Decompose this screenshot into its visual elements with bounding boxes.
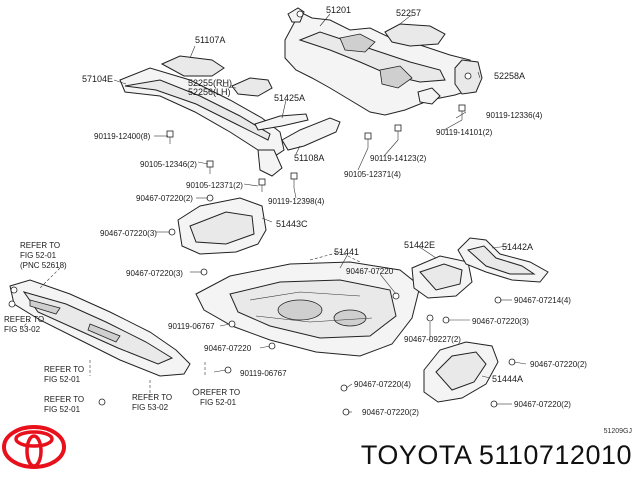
- toyota-logo-icon: [2, 425, 66, 469]
- labels: 51201 52257 51107A 57104E 52255(RH) 5225…: [4, 5, 587, 417]
- refer-5b: FIG 53-02: [132, 403, 169, 412]
- label-52257: 52257: [396, 8, 421, 18]
- label-90105-12371-4: 90105-12371(4): [344, 170, 401, 179]
- cover-51442e: [411, 255, 473, 299]
- refer-4b: FIG 52-01: [44, 405, 81, 414]
- label-90105-12346: 90105-12346(2): [140, 160, 197, 169]
- refer-1: REFER TO: [20, 241, 60, 250]
- label-57104e: 57104E: [82, 74, 113, 84]
- label-90119-12400: 90119-12400(8): [94, 132, 151, 141]
- label-90467-07214: 90467-07214(4): [514, 296, 571, 305]
- refer-5: REFER TO: [132, 393, 172, 402]
- label-51442a: 51442A: [502, 242, 533, 252]
- refer-4: REFER TO: [44, 395, 84, 404]
- refer-6: REFER TO: [200, 388, 240, 397]
- refer-2b: FIG 53-02: [4, 325, 41, 334]
- bracket-52257: [384, 15, 446, 47]
- refer-3: REFER TO: [44, 365, 84, 374]
- label-52258a: 52258A: [494, 71, 525, 81]
- label-52256: 52256(LH): [188, 87, 231, 97]
- label-51444a: 51444A: [492, 374, 523, 384]
- label-90467-07220-b: 90467-07220: [204, 344, 252, 353]
- bumper-panel: [9, 279, 191, 377]
- label-90105-12371-2: 90105-12371(2): [186, 181, 243, 190]
- diagram-code: 51209GJ: [603, 428, 632, 435]
- label-90119-06767-a: 90119-06767: [168, 322, 215, 331]
- bracket-51107a: [160, 55, 225, 77]
- refer-6b: FIG 52-01: [200, 398, 237, 407]
- refer-1c: (PNC 52618): [20, 261, 67, 270]
- label-51425a: 51425A: [274, 93, 305, 103]
- bracket-52255: [231, 77, 273, 97]
- label-90467-07220-2d: 90467-07220(2): [514, 400, 571, 409]
- bar-51425a: [254, 113, 309, 131]
- label-51107a: 51107A: [195, 35, 225, 45]
- leader-lines: [113, 13, 527, 413]
- label-90119-12336: 90119-12336(4): [486, 111, 543, 120]
- brace-51108a: [281, 117, 341, 151]
- label-51201: 51201: [326, 5, 351, 15]
- cover-51442a: [457, 237, 549, 283]
- crossmember-51201: [284, 7, 479, 116]
- label-90467-07220-2c: 90467-07220(2): [362, 408, 419, 417]
- refer-1b: FIG 52-01: [20, 251, 57, 260]
- label-51441: 51441: [334, 247, 359, 257]
- label-51442e: 51442E: [404, 240, 435, 250]
- label-90467-07220-3c: 90467-07220(3): [472, 317, 529, 326]
- reference-dashes: [21, 251, 361, 396]
- refer-3b: FIG 52-01: [44, 375, 81, 384]
- label-52255: 52255(RH): [188, 78, 232, 88]
- label-90467-07220-4: 90467-07220(4): [354, 380, 411, 389]
- part-title: TOYOTA 5110712010: [360, 440, 632, 470]
- label-90119-06767-b: 90119-06767: [240, 369, 287, 378]
- cover-51444a: [423, 341, 499, 403]
- label-90467-07220-3: 90467-07220(3): [100, 229, 157, 238]
- label-90467-07220-2b: 90467-07220(2): [530, 360, 587, 369]
- label-51108a: 51108A: [294, 153, 324, 163]
- label-90119-14123: 90119-14123(2): [370, 154, 427, 163]
- label-90467-07220-2a: 90467-07220(2): [136, 194, 193, 203]
- undercover-51441: [195, 261, 421, 357]
- label-90119-14101: 90119-14101(2): [436, 128, 493, 137]
- label-90119-12398: 90119-12398(4): [268, 197, 325, 206]
- bracket-52258a: [454, 59, 483, 95]
- label-51443c: 51443C: [276, 219, 308, 229]
- member-57104e: [119, 67, 285, 177]
- label-90467-07220-3b: 90467-07220(3): [126, 269, 183, 278]
- label-90467-07220-a: 90467-07220: [346, 267, 394, 276]
- refer-2: REFER TO: [4, 315, 44, 324]
- cover-51443c: [177, 197, 267, 255]
- label-90467-09227: 90467-09227(2): [404, 335, 461, 344]
- bolts: [8, 104, 516, 416]
